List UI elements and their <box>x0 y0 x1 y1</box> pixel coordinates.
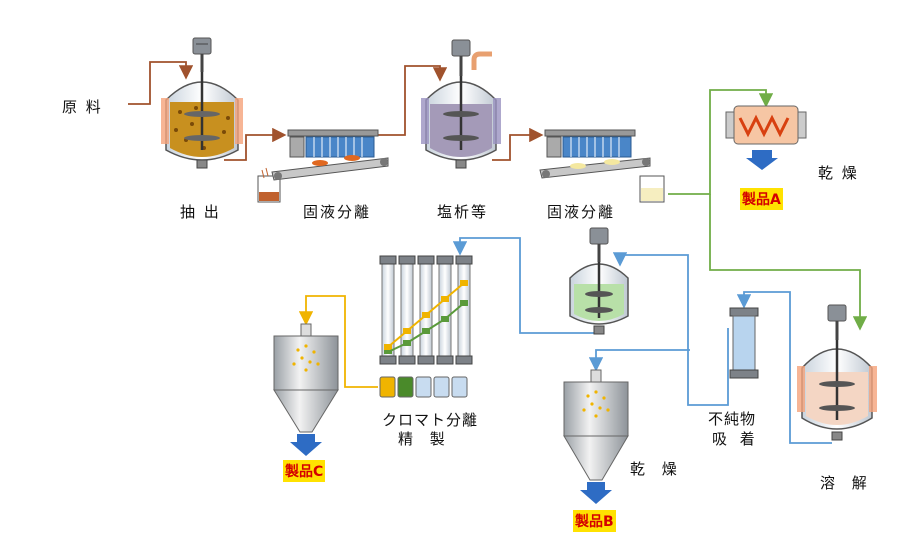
label-chromatography: クロマト分離 <box>382 411 479 429</box>
dissolve-tank <box>797 304 877 441</box>
extraction-tank <box>161 37 243 169</box>
chromatography-columns <box>379 255 473 365</box>
filtrate-cup-2 <box>639 175 665 203</box>
label-purification: 精 製 <box>398 430 451 448</box>
salting-tank <box>421 39 501 169</box>
product-c-badge: 製品C <box>283 460 326 482</box>
label-raw-material: 原 料 <box>62 98 103 116</box>
label-impurity: 不純物 <box>708 410 757 428</box>
spray-dryer-b <box>563 369 629 504</box>
label-dissolution: 溶 解 <box>820 474 873 492</box>
label-solid-liquid-separation-2: 固液分離 <box>547 203 616 221</box>
label-adsorption: 吸 着 <box>712 430 759 448</box>
label-drying-b: 乾 燥 <box>630 460 683 478</box>
spray-dryer-c <box>273 323 339 456</box>
product-a-badge: 製品A <box>740 188 783 210</box>
filter-press-1 <box>271 129 389 181</box>
label-drying-a: 乾 燥 <box>818 164 859 182</box>
filtrate-cup-1 <box>257 167 281 203</box>
impurity-column <box>729 307 759 379</box>
product-b-badge: 製品B <box>573 510 616 532</box>
fraction-vials <box>379 376 468 398</box>
green-tank <box>569 227 629 335</box>
label-solid-liquid-separation-1: 固液分離 <box>303 203 372 221</box>
filter-press-2 <box>539 129 651 179</box>
label-salting-out: 塩析等 <box>437 203 489 221</box>
flow-lines <box>128 61 868 444</box>
label-extraction: 抽 出 <box>180 203 221 221</box>
dryer-a <box>725 105 807 170</box>
